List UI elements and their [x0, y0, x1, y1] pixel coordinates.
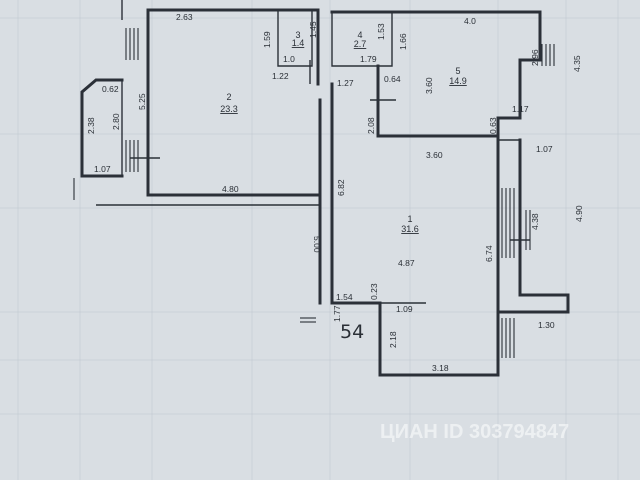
room-5-number: 5: [455, 66, 460, 76]
dim-4-87: 4.87: [398, 258, 415, 268]
window-hatching: [73, 28, 555, 358]
dim-2-08: 2.08: [366, 117, 376, 134]
room-labels: 2 23.3 3 1.4 4 2.7 5 14.9 1 31.6: [220, 30, 467, 234]
dim-0-63: 0.63: [488, 117, 498, 134]
dim-3-60-room1: 3.60: [426, 150, 443, 160]
dim-5-25: 5.25: [137, 93, 147, 110]
dim-1-0: 1.0: [283, 54, 295, 64]
dim-4-80: 4.80: [222, 184, 239, 194]
dim-1-27: 1.27: [337, 78, 354, 88]
dim-1-54: 1.54: [336, 292, 353, 302]
room-2-area: 23.3: [220, 104, 238, 114]
room-1-number: 1: [407, 214, 412, 224]
dim-1-22: 1.22: [272, 71, 289, 81]
dim-2-80: 2.80: [111, 113, 121, 130]
dim-6-74: 6.74: [484, 245, 494, 262]
watermark: ЦИАН ID 303794847: [380, 421, 569, 443]
dim-4-90: 4.90: [574, 205, 584, 222]
walls: [80, 0, 570, 377]
dim-0-64: 0.64: [384, 74, 401, 84]
dim-1-17: 1.17: [512, 104, 529, 114]
room-3-number: 3: [295, 30, 300, 40]
room-1-area: 31.6: [401, 224, 419, 234]
dim-2-96: 2.96: [530, 49, 540, 66]
dim-1-59: 1.59: [262, 31, 272, 48]
dim-2-38: 2.38: [86, 117, 96, 134]
room-2-number: 2: [226, 92, 231, 102]
dim-1-77: 1.77: [332, 305, 342, 322]
dim-5-00: 5.00: [312, 236, 322, 253]
dim-4-35: 4.35: [572, 55, 582, 72]
dim-1-07-right: 1.07: [536, 144, 553, 154]
dim-1-09: 1.09: [396, 304, 413, 314]
room-4-number: 4: [357, 30, 362, 40]
dimension-labels: 2.63 1.59 1.0 1.45 1.22 1.53 1.66 1.79 4…: [86, 12, 584, 373]
dim-1-53: 1.53: [376, 23, 386, 40]
dim-0-23: 0.23: [369, 283, 379, 300]
dim-3-60-room5: 3.60: [424, 77, 434, 94]
room-5-area: 14.9: [449, 76, 467, 86]
dim-1-30: 1.30: [538, 320, 555, 330]
dim-3-18: 3.18: [432, 363, 449, 373]
dim-1-45: 1.45: [308, 21, 318, 38]
dim-1-79: 1.79: [360, 54, 377, 64]
dim-1-07-left: 1.07: [94, 164, 111, 174]
dim-2-18: 2.18: [388, 331, 398, 348]
room-4-area: 2.7: [354, 39, 367, 49]
dim-0-62: 0.62: [102, 84, 119, 94]
dim-4-38: 4.38: [530, 213, 540, 230]
dim-6-82: 6.82: [336, 179, 346, 196]
dim-4-0: 4.0: [464, 16, 476, 26]
dim-1-66: 1.66: [398, 33, 408, 50]
room-3-area: 1.4: [292, 38, 305, 48]
apartment-number: 54: [340, 321, 364, 343]
dim-2-63: 2.63: [176, 12, 193, 22]
